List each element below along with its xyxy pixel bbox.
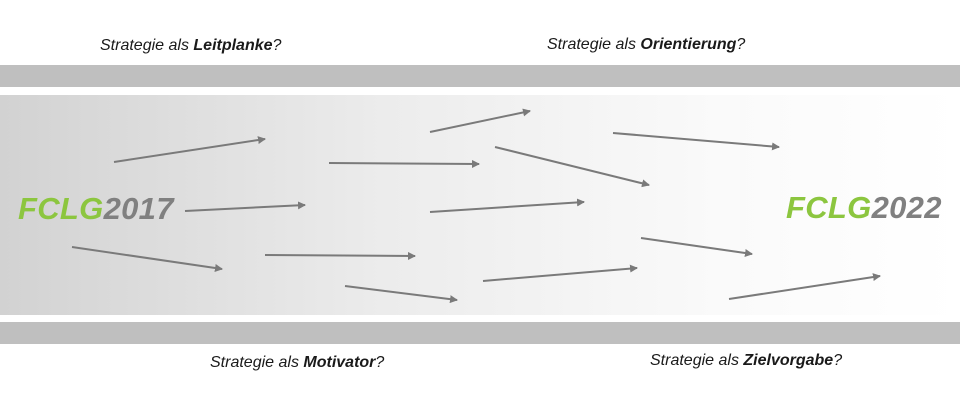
arrow (264, 251, 416, 260)
arrow (184, 201, 306, 212)
arrow (612, 132, 780, 151)
bottom-guardrail-bar (0, 322, 960, 344)
arrow (328, 159, 480, 168)
arrow (113, 136, 266, 163)
arrow (429, 198, 585, 213)
arrow (728, 273, 881, 300)
arrow (71, 246, 223, 272)
road-band (0, 95, 960, 315)
arrow (429, 108, 531, 133)
top-guardrail-bar (0, 65, 960, 87)
end-label-fclg2022: FCLG2022 (786, 190, 942, 225)
caption-orientierung: Strategie als Orientierung? (547, 36, 746, 53)
caption-motivator: Strategie als Motivator? (210, 354, 385, 371)
start-label-fclg2017: FCLG2017 (18, 191, 174, 226)
caption-leitplanke: Strategie als Leitplanke? (100, 37, 282, 54)
arrow (494, 146, 650, 188)
arrow (344, 285, 458, 304)
arrow (482, 264, 638, 282)
arrow (640, 237, 753, 257)
caption-zielvorgabe: Strategie als Zielvorgabe? (650, 352, 843, 369)
